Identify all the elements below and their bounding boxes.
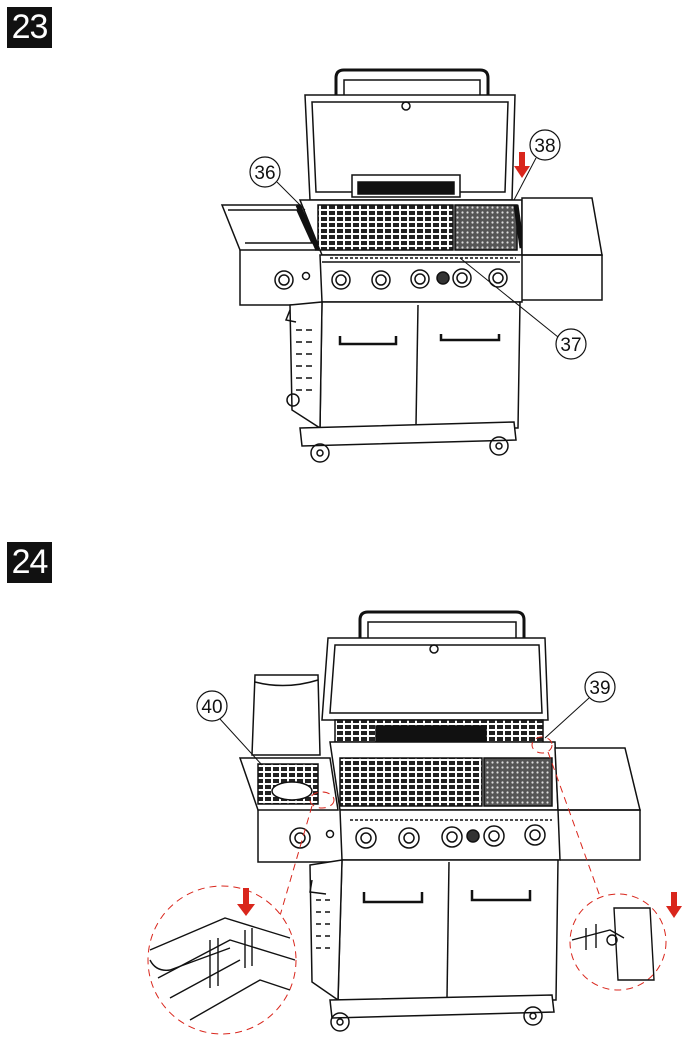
down-arrow-icon <box>237 888 255 916</box>
callout-40-label: 40 <box>201 697 222 718</box>
step-24-illustration: 40 39 <box>147 610 682 1035</box>
callout-39: 39 <box>544 671 616 739</box>
callout-37: 37 <box>459 257 587 360</box>
callout-38-label: 38 <box>534 136 555 157</box>
step-23-illustration: 36 37 38 <box>220 68 603 463</box>
callout-36-label: 36 <box>254 163 275 184</box>
step-number-24: 24 <box>7 542 52 583</box>
callout-40: 40 <box>196 690 263 766</box>
down-arrow-icon <box>514 152 530 178</box>
down-arrow-icon <box>666 892 682 918</box>
callout-36: 36 <box>249 156 306 211</box>
step-number-23: 23 <box>7 7 52 48</box>
grill-drawing <box>220 68 603 463</box>
callout-38: 38 <box>513 129 561 201</box>
detail-view-left <box>147 885 297 1035</box>
callout-37-label: 37 <box>560 335 581 356</box>
callout-39-label: 39 <box>589 678 610 699</box>
grill-drawing-24 <box>238 610 641 1032</box>
detail-view-right <box>569 893 667 991</box>
